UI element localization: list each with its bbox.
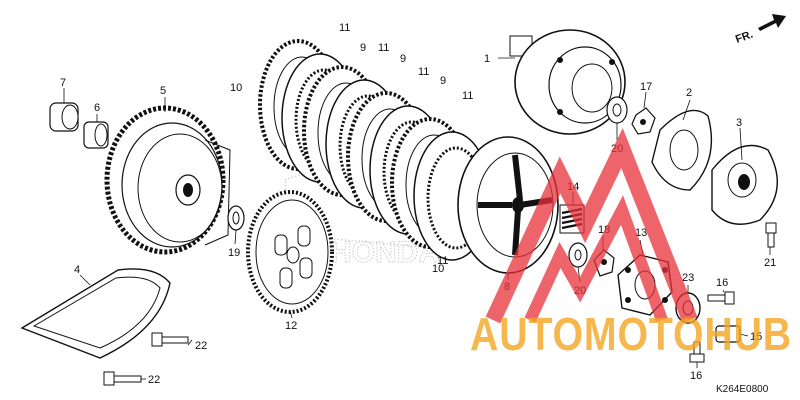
callout-9a: 9 bbox=[360, 42, 366, 54]
part-22-bolt-lower bbox=[103, 371, 142, 386]
callout-9c: 9 bbox=[440, 75, 446, 87]
watermark-logo: AUTOMOTOHUB bbox=[470, 128, 792, 360]
callout-21: 21 bbox=[764, 257, 776, 269]
callout-9b: 9 bbox=[400, 53, 406, 65]
callout-5: 5 bbox=[160, 85, 166, 97]
part-6-bushing bbox=[83, 121, 109, 149]
watermark-mountain-outer bbox=[485, 128, 698, 324]
callout-4: 4 bbox=[74, 264, 80, 276]
part-12-pressure-plate bbox=[246, 190, 334, 314]
watermark-mountain-inner bbox=[524, 195, 668, 323]
callout-11e: 11 bbox=[437, 255, 448, 267]
fr-label: FR. bbox=[734, 28, 755, 45]
watermark-text: AUTOMOTOHUB bbox=[470, 308, 792, 360]
callout-7: 7 bbox=[60, 77, 66, 89]
part-2-gasket bbox=[651, 109, 713, 191]
callout-11b: 11 bbox=[378, 42, 389, 54]
callout-10b: 10 bbox=[432, 263, 444, 275]
front-direction-indicator: FR. bbox=[734, 14, 786, 46]
callout-11a: 11 bbox=[339, 22, 350, 34]
callout-3: 3 bbox=[736, 117, 742, 129]
callout-17: 17 bbox=[640, 81, 652, 93]
callout-12: 12 bbox=[285, 320, 297, 332]
part-5-clutch-outer bbox=[104, 105, 231, 255]
callout-15: 15 bbox=[750, 331, 762, 343]
part-20-washer-upper bbox=[606, 96, 628, 124]
part-21-bolt bbox=[765, 222, 777, 248]
callout-16b: 16 bbox=[690, 370, 702, 382]
callout-19: 19 bbox=[228, 247, 240, 259]
fr-arrow-icon bbox=[758, 14, 786, 31]
diagram-code: K264E0800 bbox=[716, 384, 769, 395]
callout-23: 23 bbox=[682, 272, 694, 284]
part-16-bolt-right bbox=[707, 291, 735, 305]
clutch-plate-stack bbox=[258, 39, 491, 261]
callout-1: 1 bbox=[484, 53, 490, 65]
callout-22a: 22 bbox=[195, 340, 207, 352]
callout-6: 6 bbox=[94, 102, 100, 114]
callout-22b: 22 bbox=[148, 374, 160, 386]
callout-11c: 11 bbox=[418, 66, 429, 78]
part-1-drum bbox=[509, 29, 626, 135]
part-3-cover bbox=[711, 144, 778, 225]
part-4-gasket bbox=[20, 268, 171, 359]
part-7-collar bbox=[49, 102, 79, 132]
part-19-washer bbox=[227, 205, 245, 231]
part-17-lifter-plate bbox=[631, 107, 656, 135]
callout-13: 13 bbox=[635, 227, 647, 239]
callout-2: 2 bbox=[686, 87, 692, 99]
callout-16a: 16 bbox=[716, 277, 728, 289]
callout-10a: 10 bbox=[230, 82, 242, 94]
part-22-bolt-upper bbox=[151, 332, 189, 347]
callout-11d: 11 bbox=[462, 90, 473, 102]
